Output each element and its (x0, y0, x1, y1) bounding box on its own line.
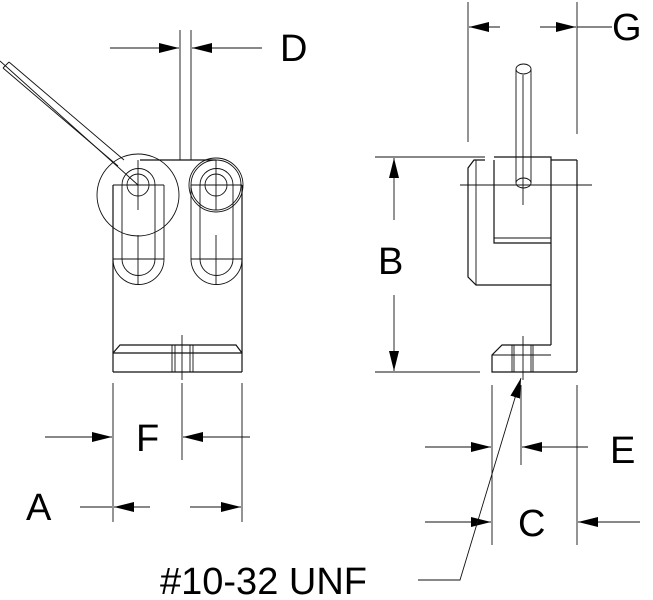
dimension-label-e: E (610, 430, 636, 472)
dimension-label-f: F (136, 418, 160, 460)
lever-rod (0, 60, 139, 186)
side-view (375, 2, 640, 581)
thread-callout-label: #10-32 UNF (160, 561, 367, 600)
dimension-label-d: D (280, 28, 308, 70)
dimension-label-b: B (378, 241, 404, 283)
dimension-label-a: A (26, 487, 52, 529)
front-view (0, 30, 262, 522)
dimension-label-c: C (518, 503, 546, 545)
thread-leader-line (418, 377, 522, 581)
dimension-label-g: G (612, 7, 642, 49)
